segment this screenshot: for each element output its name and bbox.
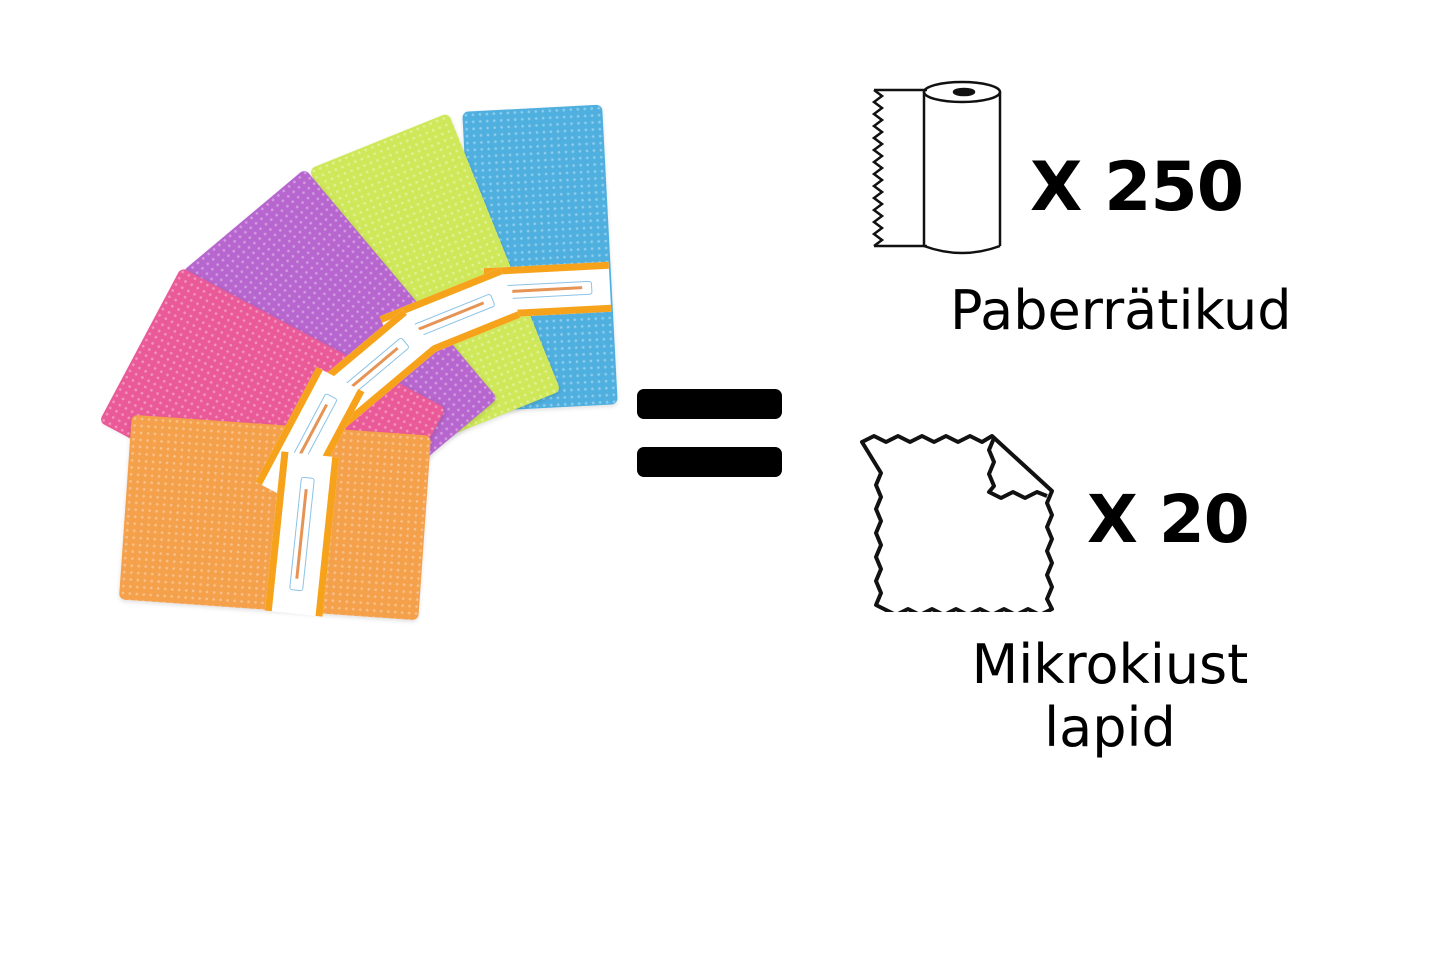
- microfiber-cloth-icon: [860, 434, 1054, 612]
- paper-towel-count: X 250: [1030, 148, 1244, 227]
- microfiber-count: X 20: [1087, 481, 1250, 558]
- paper-towel-label: Paberrätikud: [950, 279, 1292, 342]
- microfiber-label-line-2: lapid: [1044, 695, 1176, 759]
- paper-towel-roll-icon: [872, 80, 1002, 255]
- equals-sign: [637, 389, 782, 505]
- microfiber-label-line-1: Mikrokiust: [971, 633, 1249, 696]
- microfiber-label: Mikrokiust lapid: [940, 633, 1280, 759]
- microfiber-cloths-image: [98, 90, 630, 640]
